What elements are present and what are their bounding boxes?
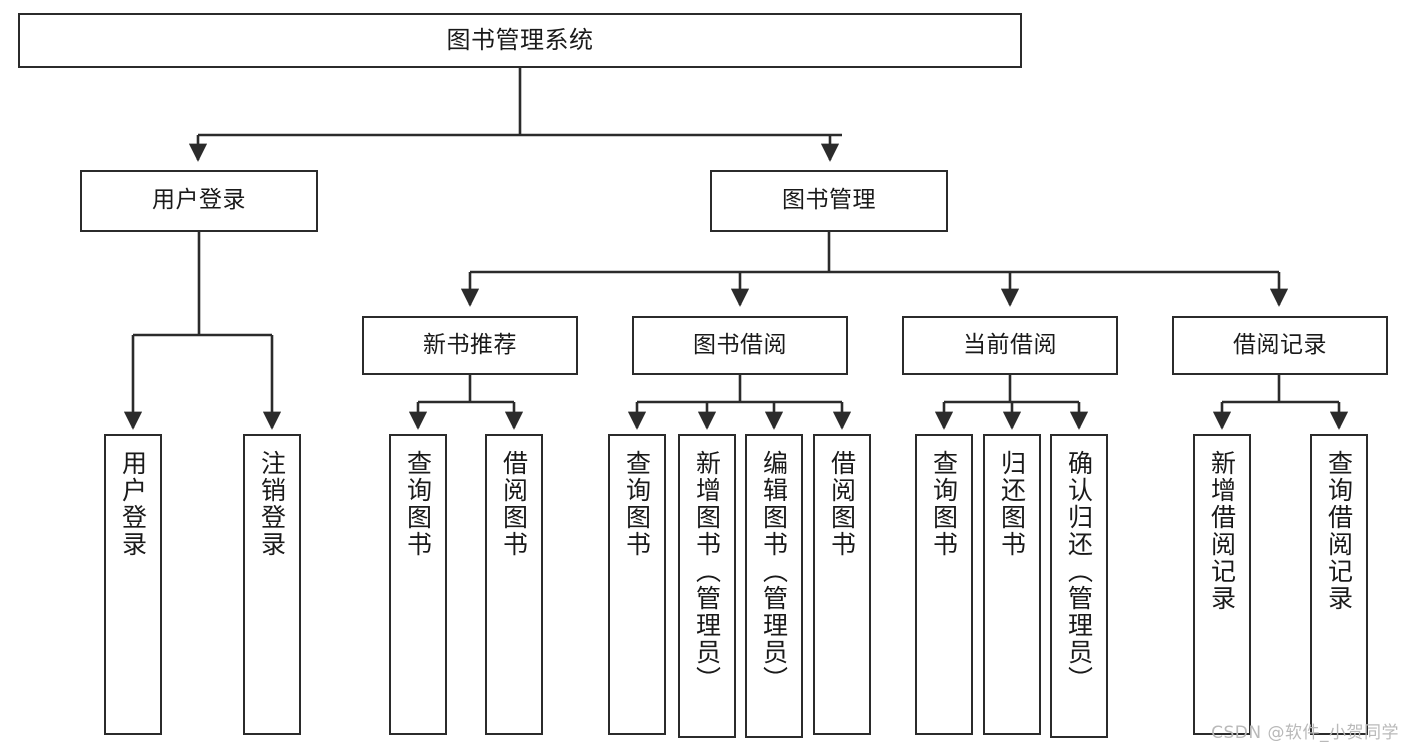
node-label: 新增借阅记录 <box>1207 450 1237 612</box>
node-label: 确认归还（管理员） <box>1064 450 1094 693</box>
node-label: 借阅图书 <box>827 450 857 558</box>
node-book-management[interactable]: 图书管理 <box>710 170 948 232</box>
node-label: 用户登录 <box>118 450 148 558</box>
leaf-borrow-record-query-record[interactable]: 查询借阅记录 <box>1310 434 1368 735</box>
node-label: 借阅记录 <box>1233 331 1327 358</box>
node-label: 用户登录 <box>152 187 246 214</box>
node-label: 当前借阅 <box>963 331 1057 358</box>
leaf-current-borrow-query-book[interactable]: 查询图书 <box>915 434 973 735</box>
leaf-user-login-logout[interactable]: 注销登录 <box>243 434 301 735</box>
leaf-book-borrow-edit-book-admin[interactable]: 编辑图书（管理员） <box>745 434 803 738</box>
node-borrow-record[interactable]: 借阅记录 <box>1172 316 1388 375</box>
leaf-book-borrow-borrow-book[interactable]: 借阅图书 <box>813 434 871 735</box>
leaf-user-login-login[interactable]: 用户登录 <box>104 434 162 735</box>
node-user-login[interactable]: 用户登录 <box>80 170 318 232</box>
node-current-borrow[interactable]: 当前借阅 <box>902 316 1118 375</box>
node-label: 查询图书 <box>622 450 652 558</box>
node-label: 新书推荐 <box>423 331 517 358</box>
leaf-book-borrow-add-book-admin[interactable]: 新增图书（管理员） <box>678 434 736 738</box>
leaf-current-borrow-confirm-return-admin[interactable]: 确认归还（管理员） <box>1050 434 1108 738</box>
node-label: 图书管理系统 <box>446 26 594 55</box>
leaf-borrow-record-add-record[interactable]: 新增借阅记录 <box>1193 434 1251 735</box>
leaf-new-book-borrow-book[interactable]: 借阅图书 <box>485 434 543 735</box>
node-book-borrow[interactable]: 图书借阅 <box>632 316 848 375</box>
node-label: 查询图书 <box>929 450 959 558</box>
node-label: 编辑图书（管理员） <box>759 450 789 693</box>
leaf-book-borrow-query-book[interactable]: 查询图书 <box>608 434 666 735</box>
node-root-book-management-system[interactable]: 图书管理系统 <box>18 13 1022 68</box>
node-label: 新增图书（管理员） <box>692 450 722 693</box>
node-label: 借阅图书 <box>499 450 529 558</box>
csdn-watermark: CSDN @软件_小贺同学 <box>1211 723 1399 743</box>
node-label: 归还图书 <box>997 450 1027 558</box>
leaf-new-book-query-book[interactable]: 查询图书 <box>389 434 447 735</box>
node-label: 查询借阅记录 <box>1324 450 1354 612</box>
leaf-current-borrow-return-book[interactable]: 归还图书 <box>983 434 1041 735</box>
node-label: 查询图书 <box>403 450 433 558</box>
node-label: 图书管理 <box>782 187 876 214</box>
node-label: 注销登录 <box>257 450 287 558</box>
node-new-book-recommend[interactable]: 新书推荐 <box>362 316 578 375</box>
node-label: 图书借阅 <box>693 331 787 358</box>
